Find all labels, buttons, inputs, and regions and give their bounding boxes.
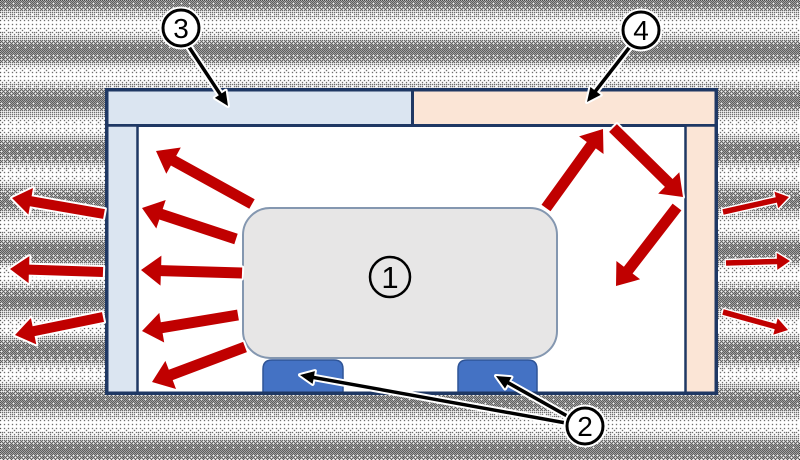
top-panel-right (411, 88, 718, 127)
callout-3: 3 (159, 6, 203, 50)
callout-4-ring (621, 10, 661, 50)
emitted-arrow-left-3 (139, 253, 245, 288)
emitted-arrow-right-up (539, 127, 606, 214)
callout-arrow-4 (585, 40, 636, 104)
callouts: 1 3 4 2 (159, 6, 663, 448)
emitted-arrow-left-4 (140, 307, 241, 345)
transmitted-arrow-left-2 (8, 254, 106, 286)
transmitted-arrow-right-1 (720, 190, 791, 217)
callout-1-label: 1 (381, 260, 398, 295)
callout-2-ring (565, 406, 605, 446)
reflected-arrow-right-back (614, 201, 684, 288)
emitted-arrow-left-1 (154, 145, 257, 211)
callout-arrow-3 (183, 41, 230, 108)
callout-2-label: 2 (577, 411, 593, 442)
callout-arrow-2a (298, 369, 569, 427)
callout-1: 1 (368, 255, 412, 299)
transmitted-arrow-right-3 (720, 307, 790, 337)
equipment-box (242, 207, 558, 359)
emitted-arrow-left-2 (140, 198, 240, 247)
radiation-arrows (8, 40, 792, 427)
callout-1-ring (368, 255, 412, 299)
transmitted-arrow-right-2 (724, 251, 792, 272)
callout-4: 4 (619, 8, 663, 52)
callout-arrow-2b (494, 374, 572, 421)
top-panel-left (105, 88, 414, 127)
side-panel-right (684, 124, 718, 395)
callout-3-ring (161, 8, 201, 48)
callout-2: 2 (563, 404, 607, 448)
callout-4-label: 4 (633, 15, 649, 46)
transmitted-arrow-left-1 (10, 186, 107, 221)
callout-3-label: 3 (173, 13, 189, 44)
side-panel-left (105, 124, 139, 395)
emitted-arrow-left-5 (150, 339, 249, 391)
reflected-arrow-right-down (607, 122, 685, 199)
transmitted-arrow-left-3 (13, 310, 106, 347)
